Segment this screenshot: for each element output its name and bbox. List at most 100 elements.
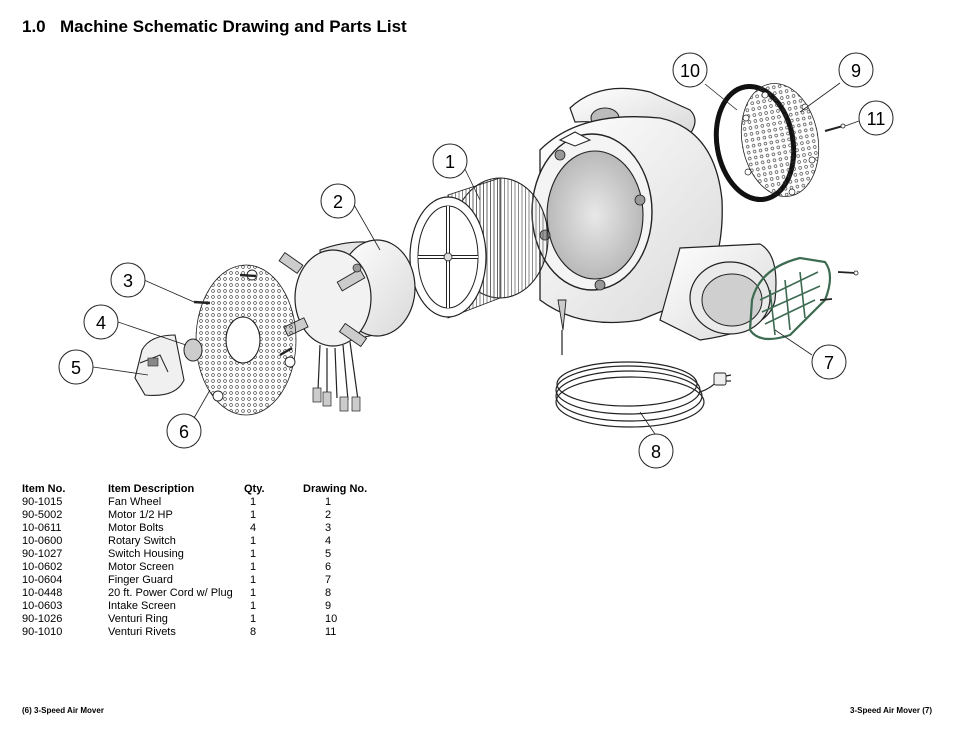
callout-5: 5 — [58, 349, 94, 385]
callout-2-label: 2 — [333, 192, 343, 212]
cell-item-description: Intake Screen — [108, 600, 176, 612]
cell-qty: 1 — [250, 509, 257, 521]
footer-left: (6) 3-Speed Air Mover — [22, 706, 104, 715]
cell-drawing-no: 2 — [325, 509, 332, 521]
section-title: Machine Schematic Drawing and Parts List — [60, 17, 407, 36]
cell-qty: 1 — [250, 587, 257, 599]
cell-drawing-no: 7 — [325, 574, 332, 586]
callout-7: 7 — [811, 344, 847, 380]
cell-item-description: Switch Housing — [108, 548, 184, 560]
cell-qty: 1 — [250, 574, 257, 586]
switch-housing — [134, 334, 185, 396]
motor — [278, 239, 416, 412]
cell-drawing-no: 8 — [325, 587, 332, 599]
parts-table-header: Item No. Item Description Qty. Drawing N… — [22, 481, 383, 496]
callout-6-label: 6 — [179, 422, 189, 442]
motor-screen — [195, 264, 297, 416]
callout-9-label: 9 — [851, 61, 861, 81]
callout-11: 11 — [858, 100, 894, 136]
callout-7-label: 7 — [824, 353, 834, 373]
callout-2: 2 — [320, 183, 356, 219]
table-row: 90-5002 Motor 1/2 HP 1 2 — [22, 509, 383, 522]
header-item-description: Item Description — [108, 482, 195, 495]
cell-item-no: 90-1026 — [22, 613, 63, 625]
intake-screen — [740, 83, 820, 197]
cell-drawing-no: 11 — [325, 626, 337, 638]
cell-qty: 1 — [250, 561, 257, 573]
callout-5-label: 5 — [71, 358, 81, 378]
venturi-rivets — [824, 123, 846, 132]
cell-item-no: 10-0611 — [22, 522, 62, 534]
table-row: 10-0600 Rotary Switch 1 4 — [22, 535, 383, 548]
footer-right: 3-Speed Air Mover (7) — [850, 706, 932, 715]
cell-qty: 1 — [250, 548, 257, 560]
table-row: 10-0611 Motor Bolts 4 3 — [22, 522, 383, 535]
table-row: 90-1027 Switch Housing 1 5 — [22, 548, 383, 561]
cell-item-no: 10-0448 — [22, 587, 63, 599]
rotary-switch — [183, 338, 203, 362]
cell-item-description: Motor Screen — [108, 561, 175, 573]
table-row: 10-0602 Motor Screen 1 6 — [22, 561, 383, 574]
power-cord — [555, 299, 732, 428]
cell-item-no: 90-5002 — [22, 509, 63, 521]
cell-qty: 1 — [250, 535, 257, 547]
cell-item-no: 10-0604 — [22, 574, 63, 586]
table-row: 10-0604 Finger Guard 1 7 — [22, 574, 383, 587]
callout-8-label: 8 — [651, 442, 661, 462]
header-qty: Qty. — [244, 482, 265, 495]
cell-item-description: Venturi Ring — [108, 613, 168, 625]
callout-10-label: 10 — [680, 61, 700, 81]
cell-item-description: Finger Guard — [108, 574, 173, 586]
callout-4-label: 4 — [96, 313, 106, 333]
table-row: 10-0603 Intake Screen 1 9 — [22, 600, 383, 613]
header-item-no: Item No. — [22, 482, 66, 495]
finger-guard — [748, 256, 859, 341]
cell-item-no: 90-1015 — [22, 496, 63, 508]
cell-item-description: Fan Wheel — [108, 496, 162, 508]
cell-item-description: Motor 1/2 HP — [108, 509, 173, 521]
callout-11-label: 11 — [867, 109, 886, 129]
cell-drawing-no: 1 — [325, 496, 332, 508]
parts-list-table: Item No. Item Description Qty. Drawing N… — [22, 481, 383, 639]
cell-drawing-no: 3 — [325, 522, 332, 534]
cell-qty: 1 — [250, 600, 257, 612]
callout-1-label: 1 — [445, 152, 455, 172]
exploded-schematic-drawing: 1 2 3 4 5 6 7 8 9 10 11 — [58, 52, 894, 469]
cell-drawing-no: 9 — [325, 600, 332, 612]
page-title: 1.0 Machine Schematic Drawing and Parts L… — [22, 17, 407, 37]
cell-item-description: Venturi Rivets — [108, 626, 176, 638]
cell-item-description: Rotary Switch — [108, 535, 176, 547]
cell-drawing-no: 6 — [325, 561, 332, 573]
cell-qty: 4 — [250, 522, 257, 534]
cell-item-no: 10-0602 — [22, 561, 63, 573]
callout-8: 8 — [638, 433, 674, 469]
cell-item-no: 90-1010 — [22, 626, 63, 638]
cell-item-no: 10-0603 — [22, 600, 63, 612]
section-number: 1.0 — [22, 17, 46, 36]
motor-bolts — [193, 273, 293, 357]
callout-10: 10 — [672, 52, 708, 88]
cell-item-description: 20 ft. Power Cord w/ Plug — [108, 587, 233, 599]
callout-3: 3 — [110, 262, 146, 298]
table-row: 10-0448 20 ft. Power Cord w/ Plug 1 8 — [22, 587, 383, 600]
table-row: 90-1026 Venturi Ring 1 10 — [22, 613, 383, 626]
header-drawing-no: Drawing No. — [303, 482, 368, 495]
callout-4: 4 — [83, 304, 119, 340]
table-row: 90-1010 Venturi Rivets 8 11 — [22, 626, 383, 639]
cell-drawing-no: 5 — [325, 548, 332, 560]
cell-drawing-no: 10 — [325, 613, 338, 625]
blower-housing — [531, 87, 777, 341]
callout-1: 1 — [432, 143, 468, 179]
cell-item-no: 10-0600 — [22, 535, 63, 547]
cell-qty: 1 — [250, 613, 257, 625]
callout-9: 9 — [838, 52, 874, 88]
cell-item-description: Motor Bolts — [108, 522, 164, 534]
callout-3-label: 3 — [123, 271, 133, 291]
cell-qty: 8 — [250, 626, 257, 638]
cell-drawing-no: 4 — [325, 535, 332, 547]
table-row: 90-1015 Fan Wheel 1 1 — [22, 496, 383, 509]
callout-6: 6 — [166, 413, 202, 449]
cell-item-no: 90-1027 — [22, 548, 63, 560]
cell-qty: 1 — [250, 496, 257, 508]
fan-wheel — [409, 177, 549, 319]
